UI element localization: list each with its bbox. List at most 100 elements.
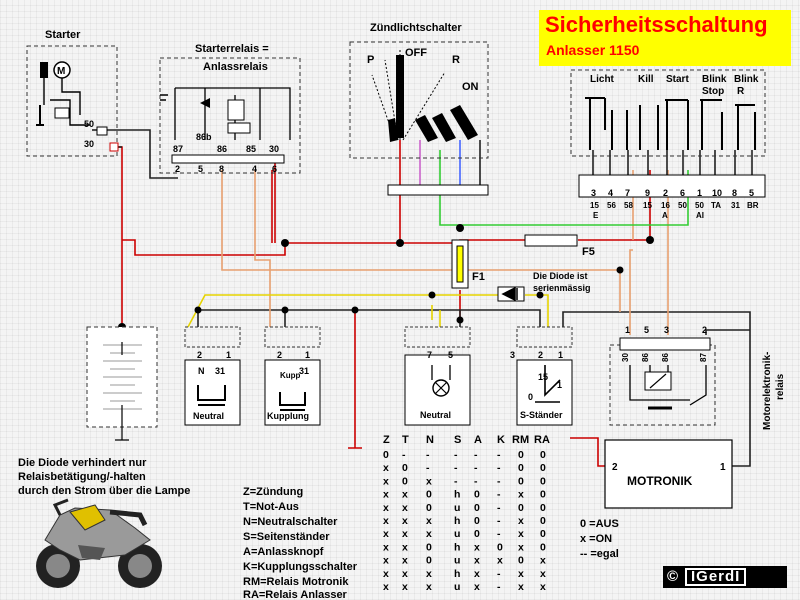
clutch-switch-box bbox=[264, 359, 321, 426]
truth-cell: - bbox=[497, 568, 501, 580]
neutral-n: N bbox=[198, 366, 205, 376]
clutch-contact bbox=[279, 392, 306, 411]
truth-cell: - bbox=[497, 475, 501, 487]
junction bbox=[536, 291, 544, 299]
truth-cell: - bbox=[497, 528, 501, 540]
starter-connector bbox=[96, 126, 108, 136]
switch-col-stop: Stop bbox=[702, 86, 724, 97]
relay-bottom: 8 bbox=[219, 164, 224, 174]
motorcycle-rear-hub bbox=[128, 554, 152, 578]
truth-cell: x bbox=[474, 568, 480, 580]
truth-cell: - bbox=[497, 489, 501, 501]
relay-pin: 30 bbox=[269, 144, 279, 154]
truth-header: RA bbox=[534, 434, 550, 446]
truth-cell: - bbox=[426, 462, 430, 474]
motorcycle-tank bbox=[69, 504, 106, 531]
conn-term: 58 bbox=[624, 201, 633, 210]
key-item: x =ON bbox=[580, 533, 612, 545]
truth-cell: h bbox=[454, 489, 460, 501]
truth-cell: x bbox=[518, 528, 524, 540]
ignition-switch: Zündlichtschalter P OFF R ON bbox=[349, 22, 489, 196]
truth-cell: u bbox=[454, 581, 460, 593]
truth-cell: x bbox=[383, 568, 389, 580]
note-line: Relaisbetätigung/-halten bbox=[18, 471, 146, 483]
motorcycle-engine bbox=[78, 545, 105, 560]
switch-connector bbox=[578, 174, 766, 198]
neutral-lamp: 7 5 Neutral bbox=[404, 326, 471, 426]
mer-pin: 86 bbox=[661, 353, 670, 362]
conn-term: TA bbox=[711, 201, 721, 210]
truth-cell: 0 bbox=[518, 462, 524, 474]
copyright-icon: © bbox=[667, 568, 679, 585]
conn-pin: 5 bbox=[749, 188, 754, 198]
wire-black-main bbox=[197, 309, 541, 327]
relay-pin: 87 bbox=[173, 144, 183, 154]
truth-cell: x bbox=[402, 502, 408, 514]
mer-pin: 86 bbox=[641, 353, 650, 362]
truth-cell: x bbox=[402, 528, 408, 540]
truth-cell: x bbox=[540, 555, 546, 567]
ignition-contact bbox=[388, 118, 398, 142]
truth-cell: 0 bbox=[474, 489, 480, 501]
conn-pin: 10 bbox=[712, 188, 722, 198]
starter-relay: Starterrelais = Anlassrelais 86b 87 86 8… bbox=[159, 43, 301, 174]
lamp-wiring bbox=[431, 365, 451, 380]
mer-top: 3 bbox=[664, 325, 669, 335]
neutral-31: 31 bbox=[215, 366, 225, 376]
truth-cell: x bbox=[383, 528, 389, 540]
truth-cell: 0 bbox=[540, 502, 546, 514]
starter: Starter M 50 30 bbox=[26, 29, 119, 157]
motor-label: M bbox=[57, 66, 65, 77]
logo-name: IGerdI bbox=[685, 568, 747, 586]
junction bbox=[281, 239, 289, 247]
mer-pin: 87 bbox=[699, 353, 708, 362]
motorcycle-handlebar bbox=[52, 498, 69, 516]
conn-term: 15 bbox=[590, 201, 599, 210]
truth-cell: - bbox=[454, 475, 458, 487]
junction bbox=[646, 236, 654, 244]
wire-yellow-1 bbox=[187, 294, 500, 328]
conn-pin: 8 bbox=[732, 188, 737, 198]
clutch-connector bbox=[264, 326, 321, 348]
relay-title-1: Starterrelais = bbox=[195, 43, 269, 55]
truth-cell: x bbox=[383, 581, 389, 593]
truth-cell: 0 bbox=[426, 541, 432, 553]
fuse-f1-label: F1 bbox=[472, 271, 485, 283]
truth-cell: x bbox=[402, 515, 408, 527]
wire-cluster bbox=[592, 150, 753, 175]
relay-bottom: 4 bbox=[252, 164, 257, 174]
junction bbox=[396, 239, 404, 247]
conn-term: 50 bbox=[678, 201, 687, 210]
key-item: 0 =AUS bbox=[580, 518, 619, 530]
conn-term: 15 bbox=[643, 201, 652, 210]
truth-cell: 0 bbox=[540, 541, 546, 553]
pin-label: 7 bbox=[427, 350, 432, 360]
truth-cell: 0 bbox=[426, 555, 432, 567]
truth-cell: x bbox=[383, 475, 389, 487]
truth-cell: x bbox=[402, 489, 408, 501]
mer-wiring bbox=[629, 365, 707, 406]
ss-0: 0 bbox=[528, 392, 533, 402]
truth-cell: x bbox=[426, 568, 432, 580]
truth-cell: - bbox=[474, 475, 478, 487]
title-box bbox=[539, 10, 791, 66]
relay-coil bbox=[227, 99, 245, 121]
relay-pin: 85 bbox=[246, 144, 256, 154]
conn-pin: 6 bbox=[680, 188, 685, 198]
truth-cell: 0 bbox=[402, 475, 408, 487]
truth-cell: x bbox=[402, 581, 408, 593]
wire-yellow-3 bbox=[431, 305, 441, 327]
sidestand-connector bbox=[516, 326, 573, 348]
truth-cell: 0 bbox=[518, 502, 524, 514]
pin-label: 2 bbox=[197, 350, 202, 360]
side-stand-switch: 3 2 1 15 0 1 S-Ständer bbox=[510, 326, 573, 426]
junction bbox=[281, 306, 289, 314]
truth-cell: h bbox=[454, 515, 460, 527]
truth-cell: x bbox=[426, 515, 432, 527]
mer-label-1: Motorelektronik- bbox=[762, 352, 773, 430]
diode: Die Diode ist serienmässig bbox=[497, 271, 591, 302]
relay-box bbox=[159, 57, 301, 174]
relay-pin: 86 bbox=[217, 144, 227, 154]
